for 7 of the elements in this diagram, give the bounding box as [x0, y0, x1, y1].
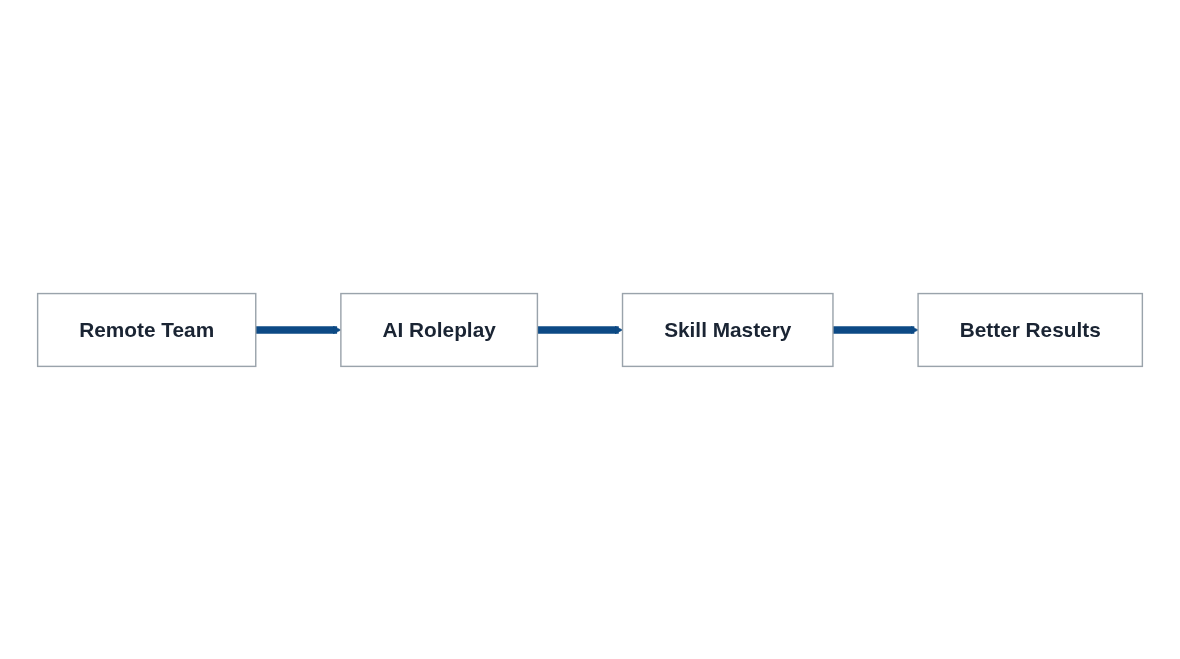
node-box: AI Roleplay [340, 292, 539, 368]
node-box: Better Results [917, 292, 1144, 368]
arrow [832, 325, 919, 335]
node-box: Skill Mastery [621, 292, 834, 368]
node-box: Remote Team [36, 292, 257, 368]
arrow [537, 325, 623, 335]
arrow [255, 325, 342, 335]
